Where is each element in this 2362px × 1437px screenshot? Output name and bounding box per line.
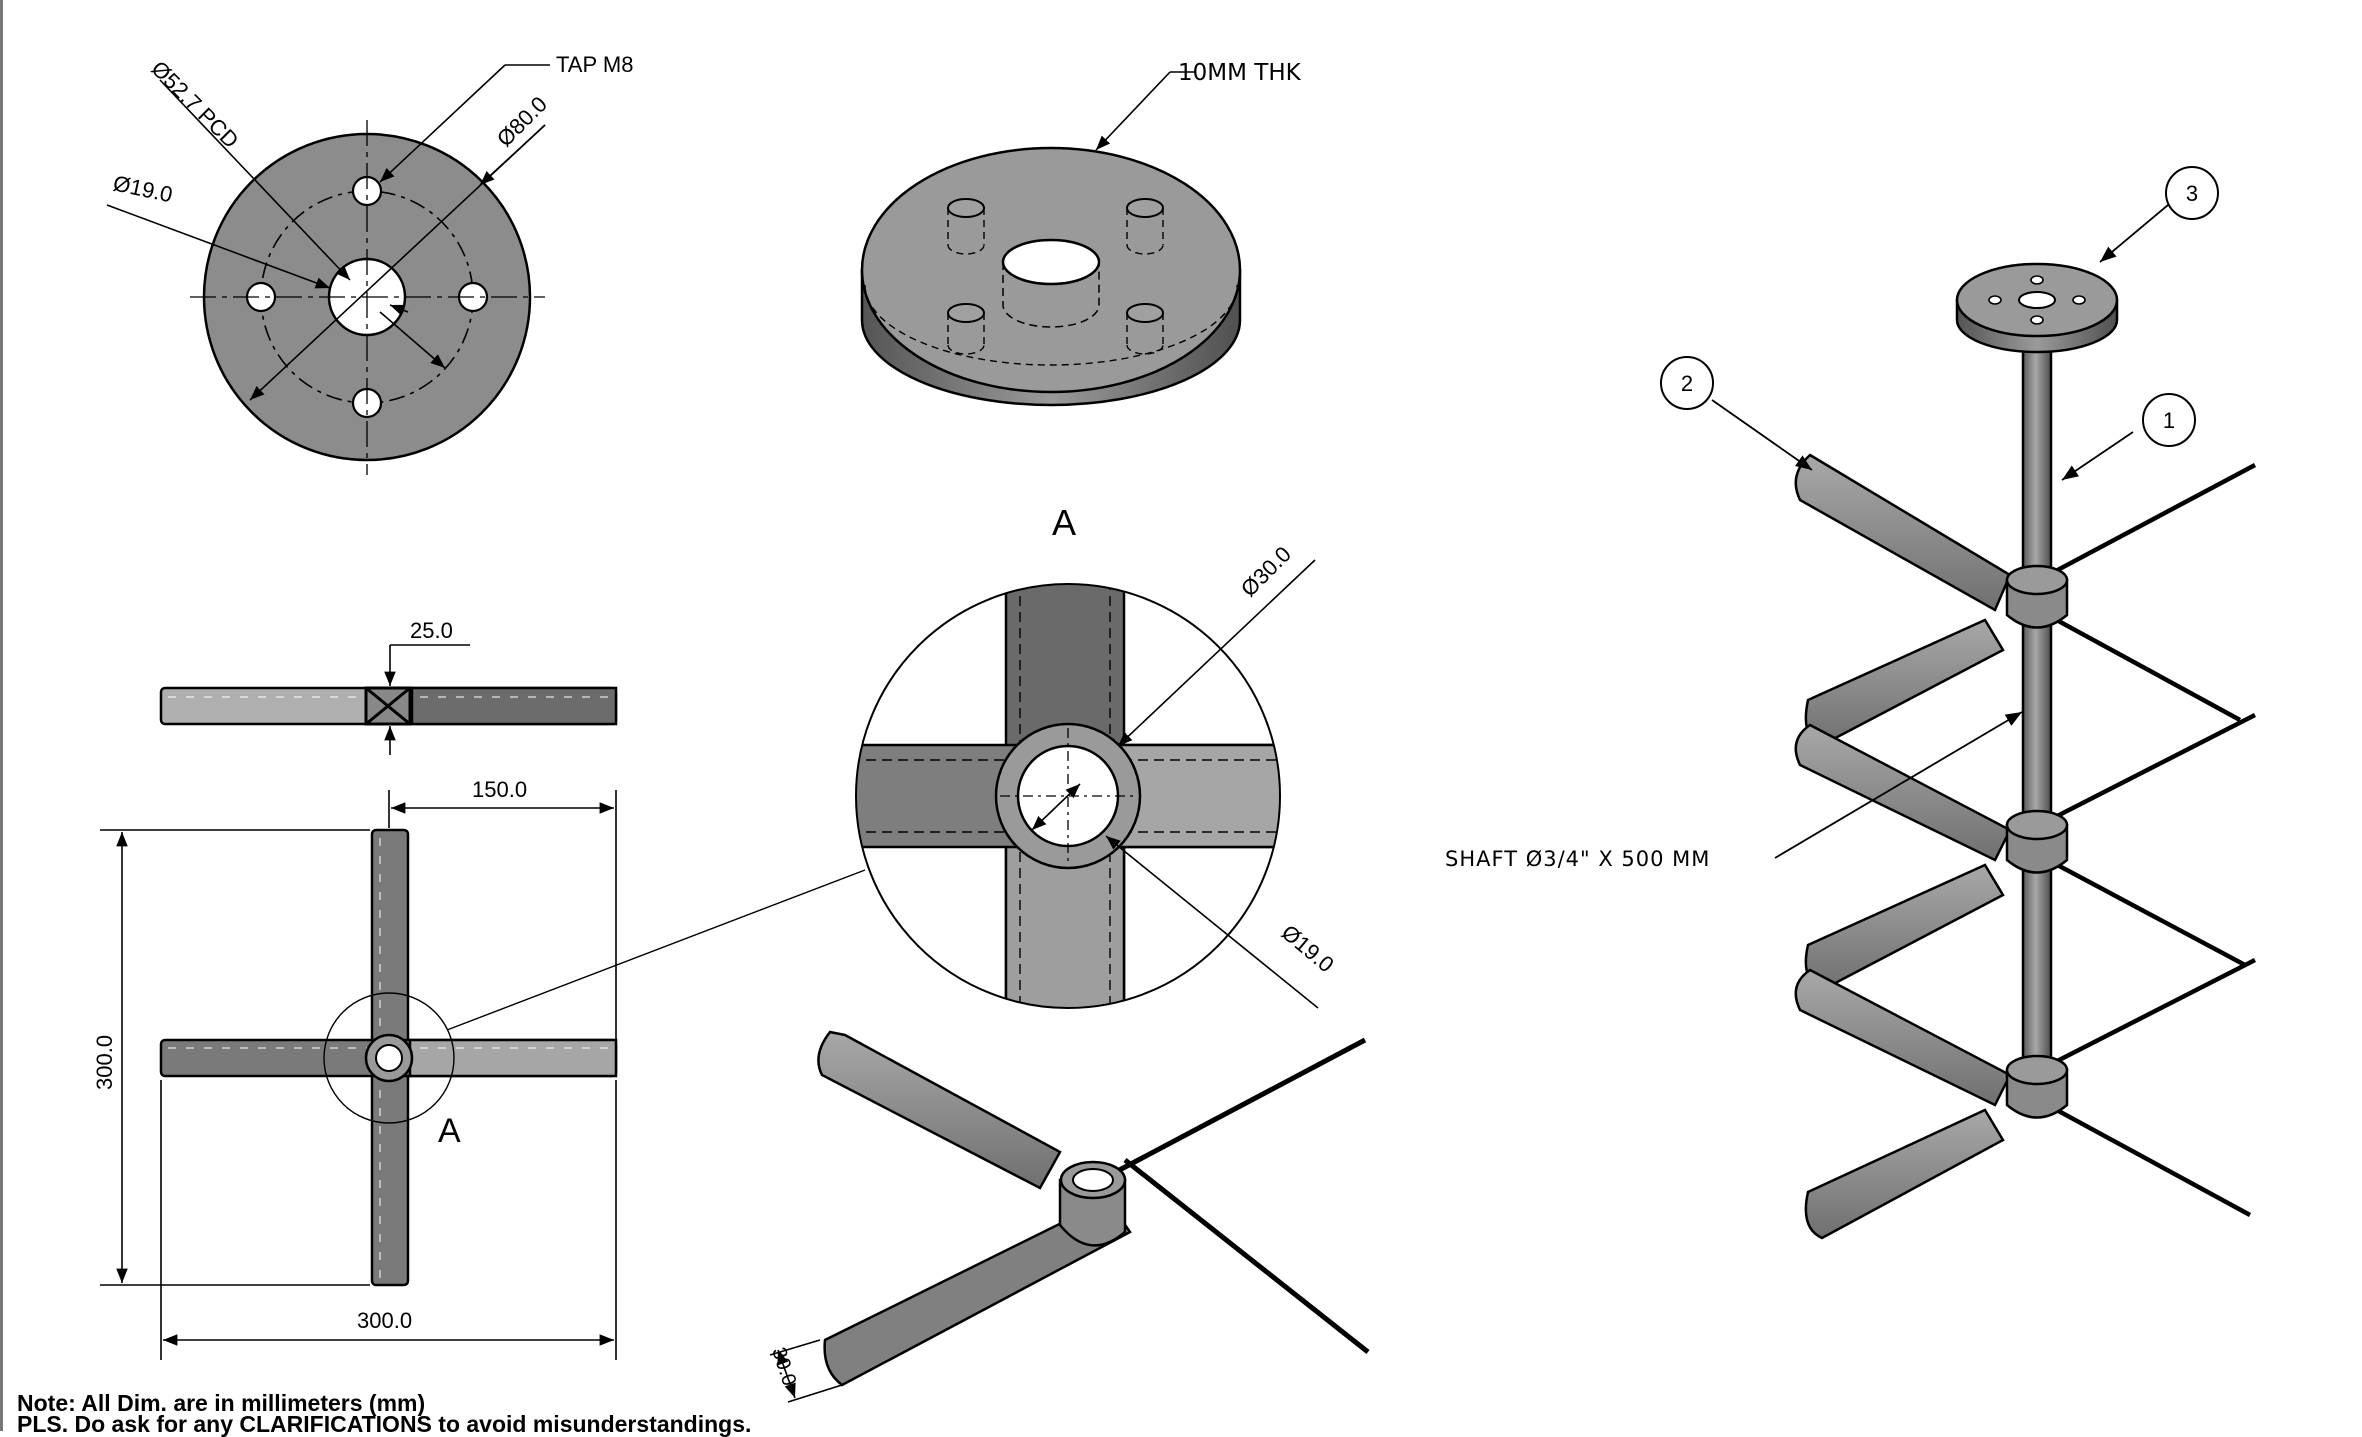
assembly-blade <box>1804 863 2005 992</box>
assembly-blades <box>1794 453 2012 1240</box>
detail-bore-label: Ø19.0 <box>1277 920 1339 978</box>
detail-ref-label: A <box>438 1112 461 1150</box>
assembly-blade <box>1794 453 2012 612</box>
assembly-hubs <box>2005 564 2069 1119</box>
detail-dimensions <box>1031 559 1319 1009</box>
rod <box>1108 1037 1367 1178</box>
center-lines <box>190 120 545 475</box>
flange-isometric-view: 10MM THK <box>860 60 1302 407</box>
pcd-label: Ø52.7 PCD <box>146 56 243 153</box>
blade-width-dimension <box>769 1339 843 1403</box>
thickness-label: 10MM THK <box>1178 60 1302 86</box>
half-span-label: 150.0 <box>472 777 527 802</box>
assembly-blade <box>1804 1108 2005 1240</box>
assembly-flange <box>1955 262 2119 354</box>
assembly-leaders <box>1711 204 2169 859</box>
detail-title: A <box>1052 502 1076 543</box>
iso-blade <box>817 1030 1062 1190</box>
balloon-2: 2 <box>1660 356 1714 410</box>
hub-width-dimension <box>384 644 470 755</box>
plan-dimensions <box>100 790 617 1360</box>
blade-width-label: 30.0 <box>767 1345 800 1389</box>
assembly-blade <box>1804 618 2005 747</box>
hub-width-label: 25.0 <box>410 618 453 643</box>
note-clarifications: PLS. Do ask for any CLARIFICATIONS to av… <box>17 1411 752 1437</box>
balloon-1: 1 <box>2142 393 2196 447</box>
flange-bore-label: Ø19.0 <box>111 170 175 207</box>
flange-dimension-lines <box>106 64 550 401</box>
assembly-blade <box>1794 723 2012 862</box>
balloon-2-label: 2 <box>1681 371 1693 396</box>
hub-od-label: Ø30.0 <box>1236 541 1296 601</box>
flange-od-label: Ø80.0 <box>492 91 552 151</box>
tap-label: TAP M8 <box>556 52 633 77</box>
balloon-3: 3 <box>2165 166 2219 220</box>
width-label: 300.0 <box>357 1308 412 1333</box>
detail-leader <box>446 869 866 1031</box>
balloon-3-label: 3 <box>2186 181 2198 206</box>
note-units: Note: All Dim. are in millimeters (mm) <box>17 1390 426 1416</box>
shaft <box>2021 328 2053 1102</box>
iso-bolt-holes <box>947 198 1164 323</box>
impeller-side-view: 25.0 <box>159 618 618 755</box>
impeller-isometric-view: 30.0 <box>767 1030 1370 1403</box>
assembly-view: 1 2 3 SHAFT Ø3/4" X 500 MM <box>1445 166 2257 1240</box>
detail-boundary <box>855 583 1281 1009</box>
sheet-border <box>0 0 3 1431</box>
rod <box>1123 1158 1370 1354</box>
detail-a-circle <box>323 992 455 1124</box>
shaft-callout: SHAFT Ø3/4" X 500 MM <box>1445 847 1710 871</box>
plan-bore <box>375 1044 403 1072</box>
iso-hidden-lines <box>864 208 1238 366</box>
impeller-plan-view: A 150.0 300.0 300.0 <box>92 777 866 1360</box>
assembly-blade <box>1794 968 2012 1107</box>
bore-hidden <box>1002 262 1100 328</box>
balloon-1-label: 1 <box>2163 408 2175 433</box>
flange-iso-bore <box>1001 238 1101 286</box>
height-label: 300.0 <box>92 1035 117 1090</box>
detail-a-view: A Ø30.0 Ø19.0 <box>855 502 1339 1009</box>
flange-top-view: TAP M8 Ø52.7 PCD Ø80.0 Ø19.0 <box>106 52 633 475</box>
